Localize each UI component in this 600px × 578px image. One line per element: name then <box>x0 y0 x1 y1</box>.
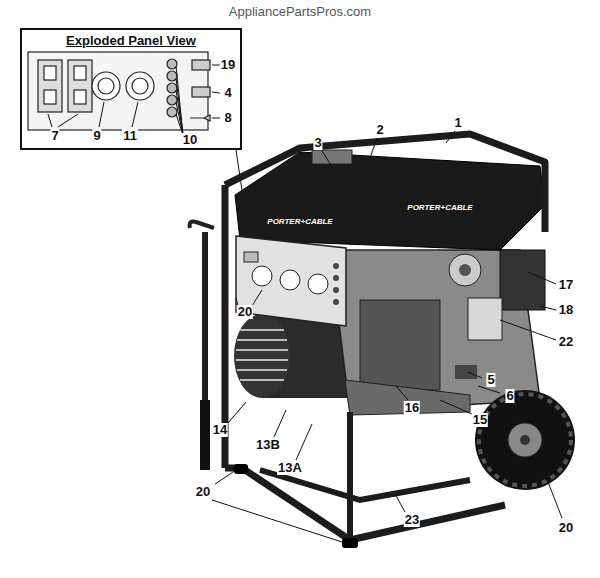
callout-number: 17 <box>558 278 574 292</box>
callout-number: 1 <box>453 116 462 130</box>
callout-number: 13B <box>255 438 281 452</box>
watermark: AppliancePartsPros.com <box>228 5 372 19</box>
callout-number: 19 <box>220 58 236 72</box>
panel-face <box>28 52 210 130</box>
callout-number: 4 <box>223 86 232 100</box>
callout-number: 14 <box>212 423 228 437</box>
callout-number: 8 <box>223 111 232 125</box>
panel-title: Exploded Panel View <box>22 30 240 48</box>
callout-number: 10 <box>182 133 198 147</box>
callout-number: 23 <box>404 513 420 527</box>
callout-leader-lines <box>212 131 562 542</box>
callout-number: 11 <box>122 129 138 143</box>
callout-number: 9 <box>92 129 101 143</box>
callout-number: 22 <box>558 335 574 349</box>
callout-number: 16 <box>404 401 420 415</box>
callout-number: 20 <box>558 521 574 535</box>
callout-number: 20 <box>195 485 211 499</box>
callout-number: 18 <box>558 303 574 317</box>
callout-number: 3 <box>313 136 322 150</box>
callout-number: 13A <box>277 461 303 475</box>
brand-label: PORTER+CABLE <box>266 215 333 229</box>
callout-number: 7 <box>50 129 59 143</box>
callout-number: 5 <box>486 373 495 387</box>
callout-number: 20 <box>237 305 253 319</box>
generator <box>190 134 575 548</box>
panel-leader-lines <box>48 65 250 244</box>
brand-label: PORTER+CABLE <box>406 201 473 215</box>
callout-number: 15 <box>472 413 488 427</box>
callout-number: 6 <box>505 389 514 403</box>
callout-number: 2 <box>375 123 384 137</box>
